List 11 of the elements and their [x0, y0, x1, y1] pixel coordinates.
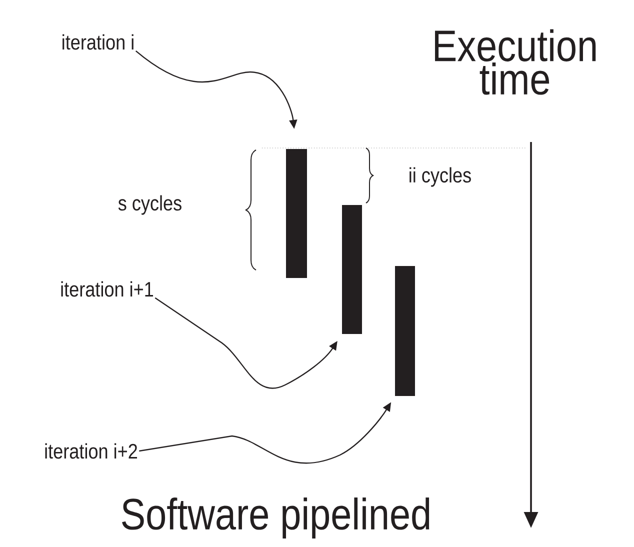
- label-text: iteration i+2: [45, 443, 137, 459]
- curved-arrow: [154, 297, 338, 389]
- label-text: iteration i+1: [61, 281, 154, 297]
- brace-label: ii cycles: [410, 167, 471, 187]
- label-text: iteration i: [62, 34, 134, 50]
- axis-label: Execution time: [435, 29, 596, 95]
- caption: Software pipelined: [122, 498, 430, 538]
- brace-label: s cycles: [118, 195, 182, 215]
- bar: [395, 266, 415, 396]
- bar: [286, 149, 307, 278]
- bar: [342, 205, 362, 334]
